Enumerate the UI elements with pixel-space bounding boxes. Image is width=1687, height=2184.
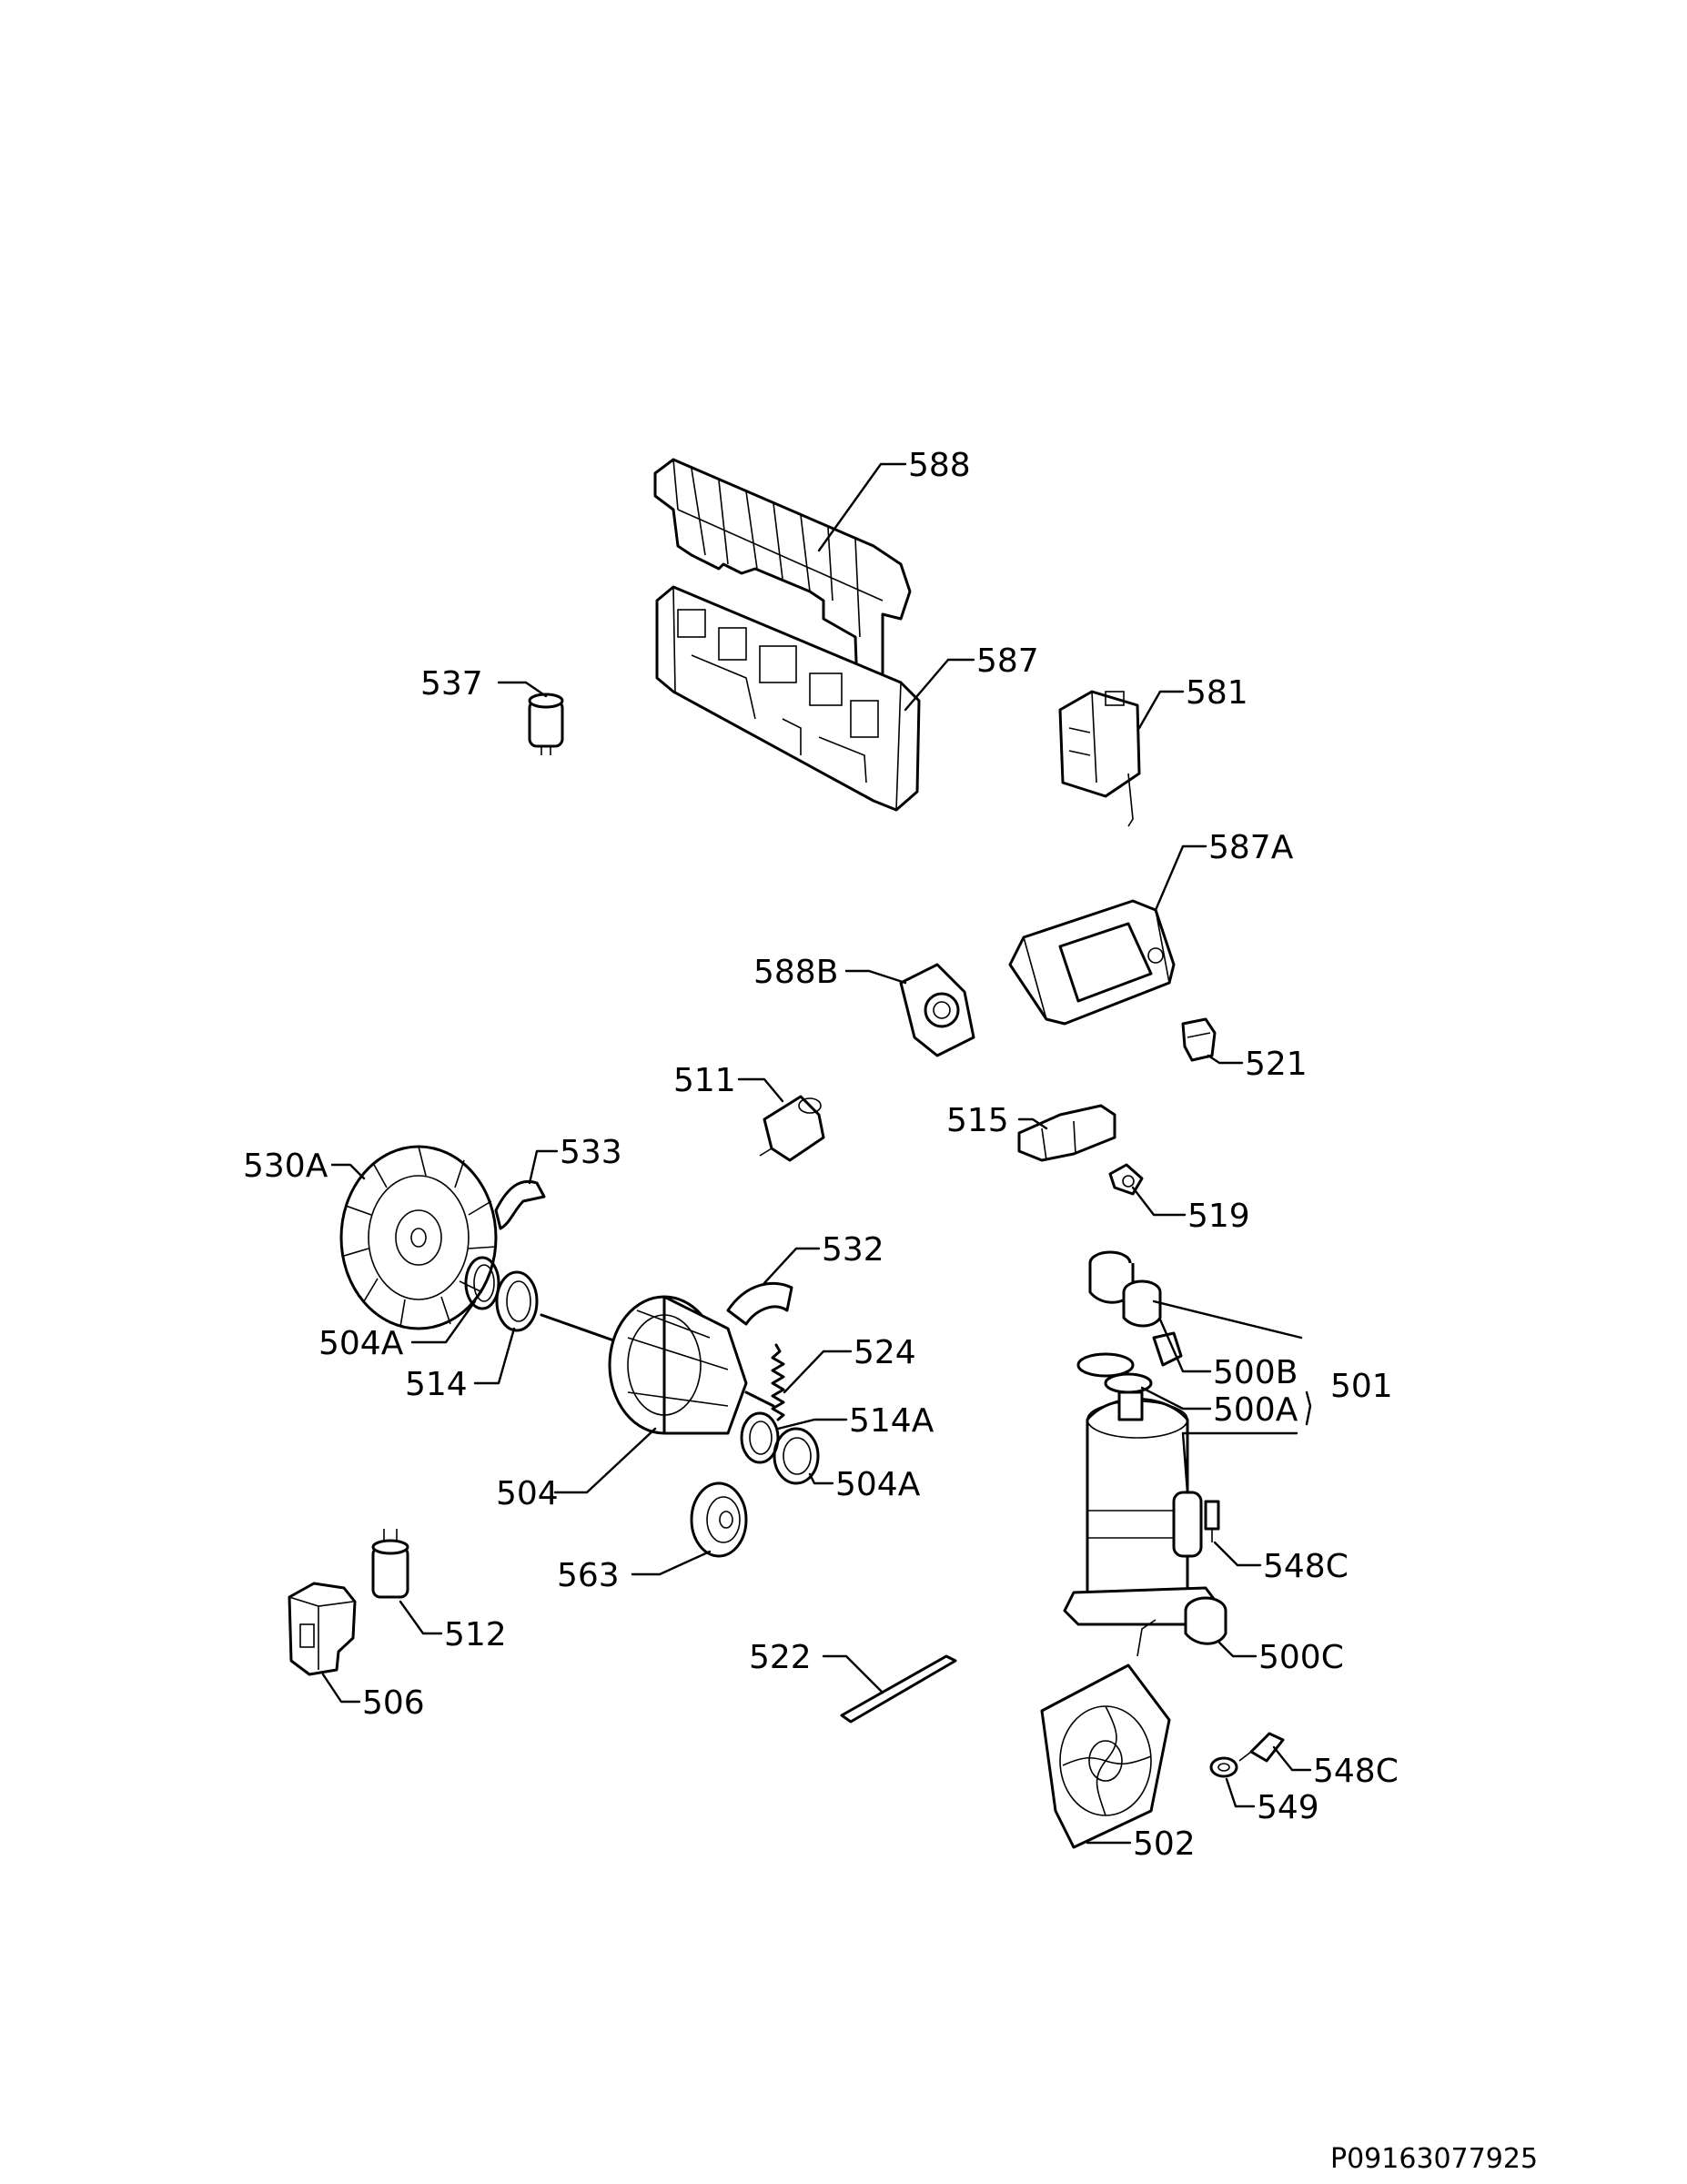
callout-504a-lower: 504A — [835, 1466, 921, 1503]
part-530a-fan-impeller — [339, 1145, 498, 1330]
callout-500c: 500C — [1258, 1639, 1344, 1676]
part-563-pulley — [690, 1481, 748, 1558]
part-532-bracket — [726, 1281, 793, 1326]
part-537-capacitor — [528, 693, 564, 755]
callout-524: 524 — [854, 1334, 916, 1371]
callout-506: 506 — [362, 1684, 425, 1722]
part-587a-display-board — [1008, 899, 1176, 1026]
callout-548c-lower: 548C — [1313, 1753, 1399, 1790]
part-581-power-board — [1058, 690, 1141, 827]
callout-500a: 500A — [1213, 1391, 1298, 1429]
callout-588b: 588B — [753, 954, 838, 991]
part-548c-connector-upper — [1204, 1500, 1220, 1542]
callout-587a: 587A — [1208, 829, 1294, 866]
callout-532: 532 — [822, 1231, 884, 1269]
part-511-capacitor — [759, 1095, 825, 1162]
callout-522: 522 — [749, 1639, 812, 1676]
callout-514: 514 — [405, 1366, 468, 1403]
callout-511: 511 — [673, 1062, 736, 1099]
callout-548c-upper: 548C — [1263, 1548, 1349, 1585]
callout-549: 549 — [1257, 1789, 1319, 1826]
callout-512: 512 — [444, 1616, 507, 1653]
part-522-strip — [840, 1654, 957, 1724]
part-501-compressor — [1063, 1390, 1221, 1626]
callout-501: 501 — [1330, 1368, 1393, 1405]
part-506-pump — [288, 1582, 357, 1676]
part-524-spring — [771, 1343, 785, 1421]
part-500b-grommet — [1088, 1250, 1183, 1367]
part-549-grommet — [1209, 1756, 1238, 1778]
callout-563: 563 — [557, 1557, 620, 1594]
part-514a-seal — [740, 1411, 780, 1464]
document-code: P09163077925 — [1330, 2143, 1538, 2175]
part-502-fan — [1040, 1619, 1171, 1849]
part-504a-ring-lower — [773, 1427, 820, 1485]
callout-581: 581 — [1186, 674, 1248, 712]
part-521-sensor — [1181, 1017, 1217, 1062]
part-588-cover — [653, 458, 912, 762]
part-514-seal — [495, 1270, 539, 1332]
callout-519: 519 — [1187, 1198, 1250, 1235]
callout-530a: 530A — [243, 1148, 328, 1185]
part-515-door-lock — [1017, 1104, 1116, 1162]
part-512-capacitor — [371, 1529, 409, 1599]
callout-504: 504 — [496, 1475, 559, 1512]
callout-533: 533 — [560, 1134, 622, 1171]
callout-502: 502 — [1133, 1825, 1196, 1863]
part-504a-ring-upper — [464, 1256, 500, 1310]
callout-500b: 500B — [1213, 1354, 1298, 1391]
callout-587: 587 — [976, 642, 1039, 680]
callout-514a: 514A — [849, 1402, 934, 1440]
bracket-501 — [1305, 1390, 1312, 1426]
part-588b-knob — [899, 963, 975, 1057]
callout-537: 537 — [420, 665, 483, 703]
leader-lines — [321, 462, 1312, 1845]
callout-521: 521 — [1245, 1046, 1308, 1083]
part-500a-gasket — [1076, 1352, 1153, 1394]
part-587-main-board — [655, 585, 921, 812]
part-519-connector — [1108, 1163, 1144, 1196]
part-504-motor — [540, 1295, 775, 1435]
callout-588: 588 — [908, 447, 971, 484]
callout-504a-upper: 504A — [318, 1325, 404, 1362]
part-548c-connector-lower — [1238, 1732, 1285, 1763]
part-500c-grommet — [1184, 1596, 1227, 1645]
part-533-clamp — [494, 1179, 546, 1230]
callout-515: 515 — [946, 1102, 1009, 1139]
